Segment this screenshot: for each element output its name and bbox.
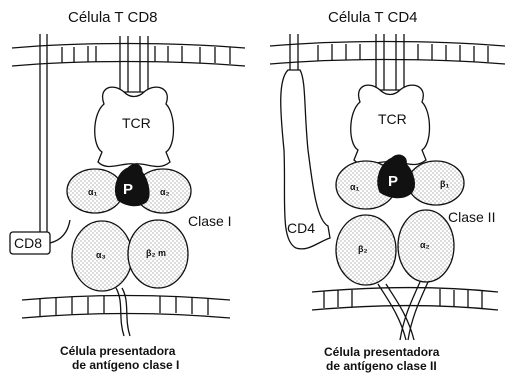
right-apc-membrane bbox=[312, 288, 498, 311]
left-tcr-stalks bbox=[120, 36, 148, 92]
left-b2m-label: β₂ m bbox=[146, 248, 166, 258]
left-cd8-coreceptor: CD8 bbox=[10, 34, 70, 254]
right-t-cell-membrane bbox=[270, 42, 505, 65]
left-cd8-label: CD8 bbox=[14, 235, 42, 251]
right-beta-stalk bbox=[378, 284, 414, 340]
right-alpha2-label: α₂ bbox=[420, 240, 430, 250]
right-peptide-label: P bbox=[388, 173, 398, 190]
left-clase-i-label: Clase I bbox=[188, 213, 232, 229]
left-panel: Célula T CD8 TCR CD8 α₁ α₂ P bbox=[10, 9, 245, 372]
right-beta1-domain bbox=[408, 161, 464, 205]
left-mhc-class-i: α₁ α₂ P α₃ β₂ m Clase I bbox=[67, 165, 232, 336]
right-alpha1-label: α₁ bbox=[350, 182, 360, 192]
left-peptide-label: P bbox=[123, 181, 133, 198]
right-caption-line2: de antígeno clase II bbox=[326, 359, 437, 373]
right-caption-line1: Célula presentadora bbox=[324, 345, 440, 359]
right-title: Célula T CD4 bbox=[328, 9, 418, 26]
right-tcr-label: TCR bbox=[378, 111, 407, 127]
right-clase-ii-label: Clase II bbox=[448, 209, 495, 225]
right-tcr-stalks bbox=[376, 34, 404, 90]
right-cd4-label: CD4 bbox=[287, 220, 315, 236]
right-beta2-label: β₂ bbox=[358, 244, 368, 254]
right-panel: Célula T CD4 TCR CD4 α₁ β₁ P bbox=[270, 9, 505, 373]
right-cd4-coreceptor: CD4 bbox=[281, 34, 330, 249]
right-mhc-class-ii: α₁ β₁ P β₂ α₂ Clase II bbox=[336, 155, 495, 340]
left-caption-line1: Célula presentadora bbox=[60, 344, 176, 358]
left-alpha3-label: α₃ bbox=[96, 250, 106, 260]
left-title: Célula T CD8 bbox=[68, 9, 158, 26]
left-caption-line2: de antígeno clase I bbox=[72, 358, 179, 372]
right-alpha-stalk bbox=[400, 282, 428, 340]
left-tcr-label: TCR bbox=[122, 115, 151, 131]
left-alpha1-label: α₁ bbox=[88, 187, 98, 197]
left-alpha2-label: α₂ bbox=[160, 187, 170, 197]
right-beta1-label: β₁ bbox=[440, 179, 449, 189]
